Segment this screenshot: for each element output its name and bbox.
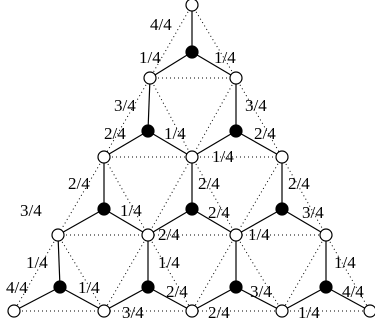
edge-label: 3/4 [114, 96, 136, 115]
solid-edge [103, 286, 149, 312]
edge-label: 3/4 [122, 303, 144, 322]
open-node [97, 150, 111, 164]
open-node [143, 71, 157, 85]
solid-edge [149, 51, 193, 79]
filled-node [53, 280, 67, 294]
filled-node [319, 280, 333, 294]
edge-label: 4/4 [150, 15, 172, 34]
open-node [185, 304, 199, 318]
filled-node [229, 124, 243, 138]
open-node [229, 228, 243, 242]
edge-label: 3/4 [250, 282, 272, 301]
open-node [97, 304, 111, 318]
edge-label: 1/4 [26, 253, 48, 272]
solid-edge [235, 208, 283, 236]
edge-label: 3/4 [20, 201, 42, 220]
dotted-edge [281, 156, 327, 236]
dotted-edge [57, 234, 105, 312]
open-node [275, 150, 289, 164]
open-node [141, 228, 155, 242]
edge-label: 4/4 [6, 278, 28, 297]
edge-label: 2/4 [208, 203, 230, 222]
edge-label: 2/4 [288, 174, 310, 193]
edge-label: 1/4 [120, 201, 142, 220]
edge-label: 2/4 [166, 282, 188, 301]
dotted-edge [235, 77, 283, 158]
edge-label: 1/4 [212, 147, 234, 166]
dotted-edge [103, 77, 151, 158]
filled-node [229, 280, 243, 294]
solid-edge [57, 234, 61, 288]
solid-edge [147, 208, 193, 236]
solid-edge [281, 286, 327, 312]
solid-edge [103, 130, 149, 158]
dotted-edge [235, 234, 283, 312]
solid-edge [59, 286, 105, 312]
dotted-edge [191, 156, 237, 236]
filled-node [97, 202, 111, 216]
open-node [275, 304, 289, 318]
edge-label: 1/4 [164, 124, 186, 143]
solid-edge [235, 130, 283, 158]
edge-label: 2/4 [68, 174, 90, 193]
solid-edge [191, 286, 237, 312]
filled-node [141, 124, 155, 138]
open-node [51, 228, 65, 242]
dotted-edge [235, 156, 283, 236]
edge-label: 1/4 [248, 225, 270, 244]
open-node [185, 0, 199, 12]
edge-label: 4/4 [342, 282, 364, 301]
edge-label: 1/4 [334, 253, 356, 272]
edge-label: 1/4 [139, 48, 161, 67]
edge-label: 1/4 [214, 48, 236, 67]
edge-label: 3/4 [302, 203, 324, 222]
open-nodes [7, 0, 375, 318]
dotted-edge [57, 156, 105, 236]
filled-nodes [53, 45, 333, 294]
solid-edges [13, 5, 371, 312]
filled-node [185, 202, 199, 216]
open-node [229, 71, 243, 85]
open-node [7, 304, 21, 318]
dotted-edge [191, 4, 237, 79]
open-node [363, 304, 375, 318]
solid-edge [147, 77, 151, 132]
solid-edge [147, 286, 193, 312]
filled-node [141, 280, 155, 294]
edge-label: 2/4 [158, 225, 180, 244]
solid-edge [13, 286, 61, 312]
filled-node [185, 45, 199, 59]
open-node [319, 228, 333, 242]
solid-edge [235, 286, 283, 312]
dotted-edge [147, 156, 193, 236]
solid-edge [103, 208, 149, 236]
filled-node [275, 202, 289, 216]
edge-label: 1/4 [78, 278, 100, 297]
edge-label: 2/4 [208, 303, 230, 322]
edge-label: 2/4 [104, 124, 126, 143]
solid-edge [191, 208, 237, 236]
solid-edge [147, 130, 193, 158]
solid-edge [191, 130, 237, 158]
edge-label: 3/4 [245, 96, 267, 115]
dotted-edge [191, 77, 237, 158]
solid-edge [57, 208, 105, 236]
solid-edge [191, 51, 237, 79]
dotted-edge [103, 156, 149, 236]
open-node [185, 150, 199, 164]
edge-label: 1/4 [158, 253, 180, 272]
edge-labels: 4/4 1/4 1/4 3/4 3/4 2/4 1/4 2/4 1/4 2/4 … [6, 15, 364, 322]
edge-label: 2/4 [198, 174, 220, 193]
edge-label: 2/4 [254, 124, 276, 143]
dotted-edge [149, 77, 193, 158]
solid-edge [281, 208, 327, 236]
solid-edge [325, 286, 371, 312]
edge-label: 1/4 [298, 303, 320, 322]
